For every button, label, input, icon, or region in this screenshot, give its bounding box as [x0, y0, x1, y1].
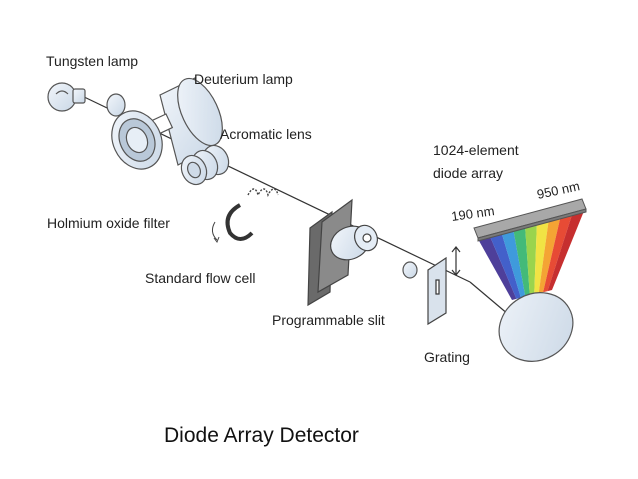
label-diode-array-line2: diode array [433, 165, 503, 181]
tungsten-lamp [47, 82, 86, 112]
spectrum-fan [478, 211, 584, 300]
label-950-nm: 950 nm [536, 178, 582, 202]
cell-exit-lens [402, 261, 418, 279]
spectrum-band [478, 235, 517, 300]
label-standard-flow-cell: Standard flow cell [145, 270, 256, 286]
tungsten-lens [106, 93, 126, 117]
label-diode-array-line1: 1024-element [433, 142, 519, 158]
spectrum-band [489, 232, 521, 299]
diagram-caption: Diode Array Detector [164, 424, 359, 447]
label-grating: Grating [424, 349, 470, 365]
spectrum-band [525, 223, 537, 296]
spectrum-band [547, 211, 584, 292]
label-holmium-oxide-filter: Holmium oxide filter [47, 215, 170, 231]
label-acromatic-lens: Acromatic lens [220, 126, 312, 142]
standard-flow-cell [307, 198, 378, 307]
acromatic-lens [180, 144, 230, 186]
holmium-oxide-filter [211, 188, 279, 244]
spectrum-band [543, 214, 573, 293]
grating [498, 292, 574, 362]
spectrum-band [501, 229, 526, 298]
label-deuterium-lamp: Deuterium lamp [194, 71, 293, 87]
spectrum-band [538, 217, 561, 294]
deuterium-lamp [111, 77, 223, 170]
spectrum-band [534, 220, 549, 295]
spectrum-band [513, 226, 530, 297]
diode-array [473, 198, 587, 242]
label-190-nm: 190 nm [450, 203, 495, 224]
label-programmable-slit: Programmable slit [272, 312, 385, 328]
label-tungsten-lamp: Tungsten lamp [46, 53, 138, 69]
programmable-slit [427, 246, 461, 326]
